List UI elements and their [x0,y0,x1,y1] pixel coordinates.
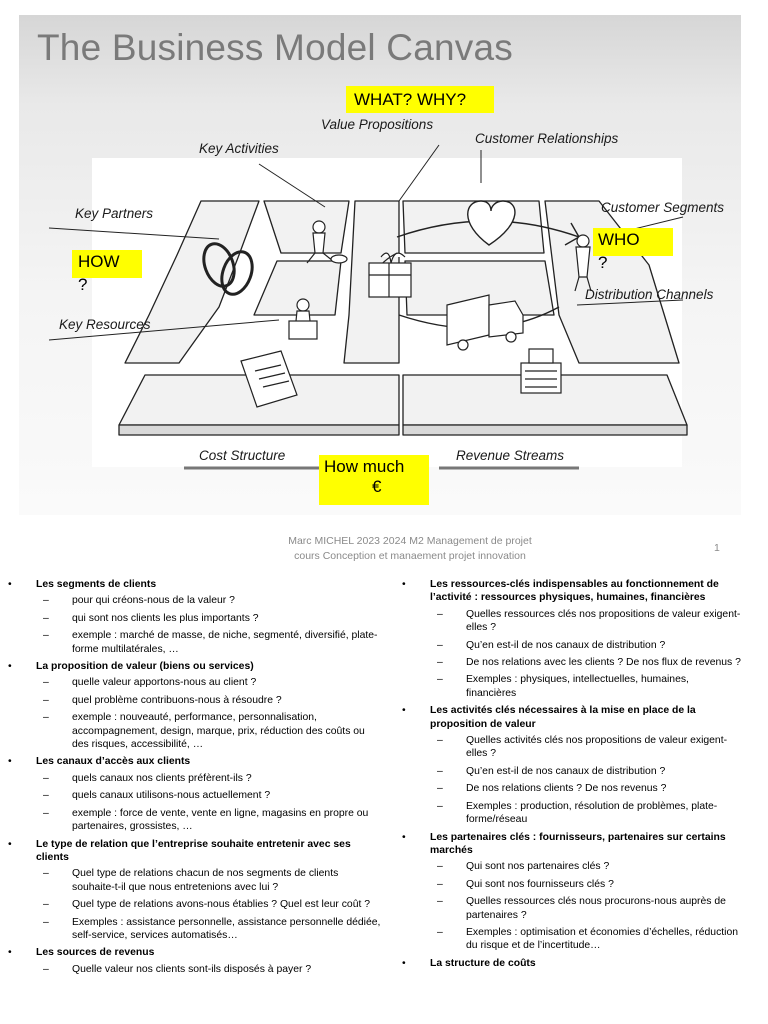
sub-item: quels canaux utilisons-nous actuellement… [36,789,383,803]
callout-how-much-currency: € [372,477,382,496]
section-title: Les ressources-clés indispensables au fo… [430,579,719,604]
label-value-propositions: Value Propositions [321,117,434,132]
sub-item: Quelles ressources clés nous procurons-n… [430,895,742,922]
page-number: 1 [714,542,720,554]
sub-item: Qui sont nos fournisseurs clés ? [430,878,742,892]
sub-item: Exemples : production, résolution de pro… [430,800,742,827]
section: La structure de coûts [402,957,742,971]
section-title: Le type de relation que l’entreprise sou… [36,838,351,863]
sub-item: exemple : marché de masse, de niche, seg… [36,629,383,656]
sub-item: qui sont nos clients les plus importants… [36,612,383,626]
customer-figure-icon [574,234,592,292]
callout-how: HOW [72,250,142,278]
label-key-partners: Key Partners [75,206,154,221]
worker-figure-icon [306,220,348,264]
section: Les ressources-clés indispensables au fo… [402,578,742,700]
callout-who: WHO [593,228,673,256]
sub-item: exemple : force de vente, vente en ligne… [36,807,383,834]
sub-item: Qu’en est-il de nos canaux de distributi… [430,765,742,779]
sub-item: Exemples : assistance personnelle, assis… [36,916,383,943]
section-title: Les segments de clients [36,579,157,590]
slide-title: The Business Model Canvas [37,27,513,68]
right-text-column: Les ressources-clés indispensables au fo… [402,578,742,973]
sub-item: quelle valeur apportons-nous au client ? [36,676,383,690]
sub-item: quel problème contribuons-nous à résoudr… [36,694,383,708]
section-title: Les sources de revenus [36,947,155,959]
section: Les segments de clients pour qui créons-n… [8,578,383,656]
label-distribution-channels: Distribution Channels [585,287,714,302]
business-model-canvas-illustration [48,144,688,470]
callout-what-why: WHAT? WHY? [346,86,494,113]
sub-item: Quel type de relations avons-nous établi… [36,898,383,912]
sub-item: Exemples : physiques, intellectuelles, h… [430,673,742,700]
section-title: Les activités clés nécessaires à la mise… [430,705,696,730]
callout-how-text: HOW [78,252,120,271]
callout-how-question: ? [78,275,88,294]
heart-icon [467,200,516,246]
sub-item: Quelle valeur nos clients sont-ils dispo… [36,963,383,977]
truck-icon [446,294,524,351]
sub-item: quels canaux nos clients préfèrent-ils ? [36,772,383,786]
footer-author-line: Marc MICHEL 2023 2024 M2 Management de p… [288,535,532,547]
document-icon [240,350,298,408]
section-title: La proposition de valeur (biens ou servi… [36,661,254,673]
cash-register-icon [520,348,562,394]
gift-icon [368,252,412,298]
sub-item: Quelles activités clés nos propositions … [430,734,742,761]
sub-item: Qu’en est-il de nos canaux de distributi… [430,639,742,653]
sub-item: Exemples : optimisation et économies d’é… [430,926,742,953]
label-cost-structure: Cost Structure [199,448,286,463]
sub-item: De nos relations clients ? De nos revenu… [430,782,742,796]
callout-how-much: How much € [319,455,429,505]
slide: The Business Model Canvas [19,15,741,515]
sub-item: Quelles ressources clés nos propositions… [430,608,742,635]
resources-figure-icon [288,298,318,340]
sub-item: Qui sont nos partenaires clés ? [430,860,742,874]
label-key-resources: Key Resources [59,317,151,332]
callout-who-text: WHO [598,230,640,249]
label-revenue-streams: Revenue Streams [456,448,565,463]
label-customer-relationships: Customer Relationships [475,131,619,146]
rings-icon [202,242,254,296]
key-partners-block [124,200,260,364]
section: Les sources de revenusQuelle valeur nos … [8,946,383,976]
section: La proposition de valeur (biens ou servi… [8,660,383,751]
section-title: Les canaux d’accès aux clients [36,756,191,768]
section-title: Les partenaires clés : fournisseurs, par… [430,831,726,856]
callout-how-much-text: How much [324,457,405,476]
section: Les canaux d’accès aux clients quels cana… [8,755,383,833]
key-resources-block [253,260,342,316]
label-key-activities: Key Activities [199,141,279,156]
section-title: La structure de coûts [430,957,536,969]
section: Les activités clés nécessaires à la mise… [402,704,742,826]
left-text-column: Les segments de clients pour qui créons-n… [8,578,383,980]
sub-item: Quel type de relations chacun de nos seg… [36,867,383,894]
sub-item: De nos relations avec les clients ? De n… [430,656,742,670]
label-customer-segments: Customer Segments [601,200,725,215]
sub-item: pour qui créons-nous de la valeur ? [36,594,383,608]
footer-course-line: cours Conception et manaement projet inn… [294,550,526,562]
section: Les partenaires clés : fournisseurs, par… [402,831,742,953]
sub-item: exemple : nouveauté, performance, person… [36,711,383,751]
section: Le type de relation que l’entreprise sou… [8,838,383,943]
customer-segments-block [544,200,680,364]
callout-who-question: ? [598,253,608,272]
key-activities-block [263,200,350,254]
